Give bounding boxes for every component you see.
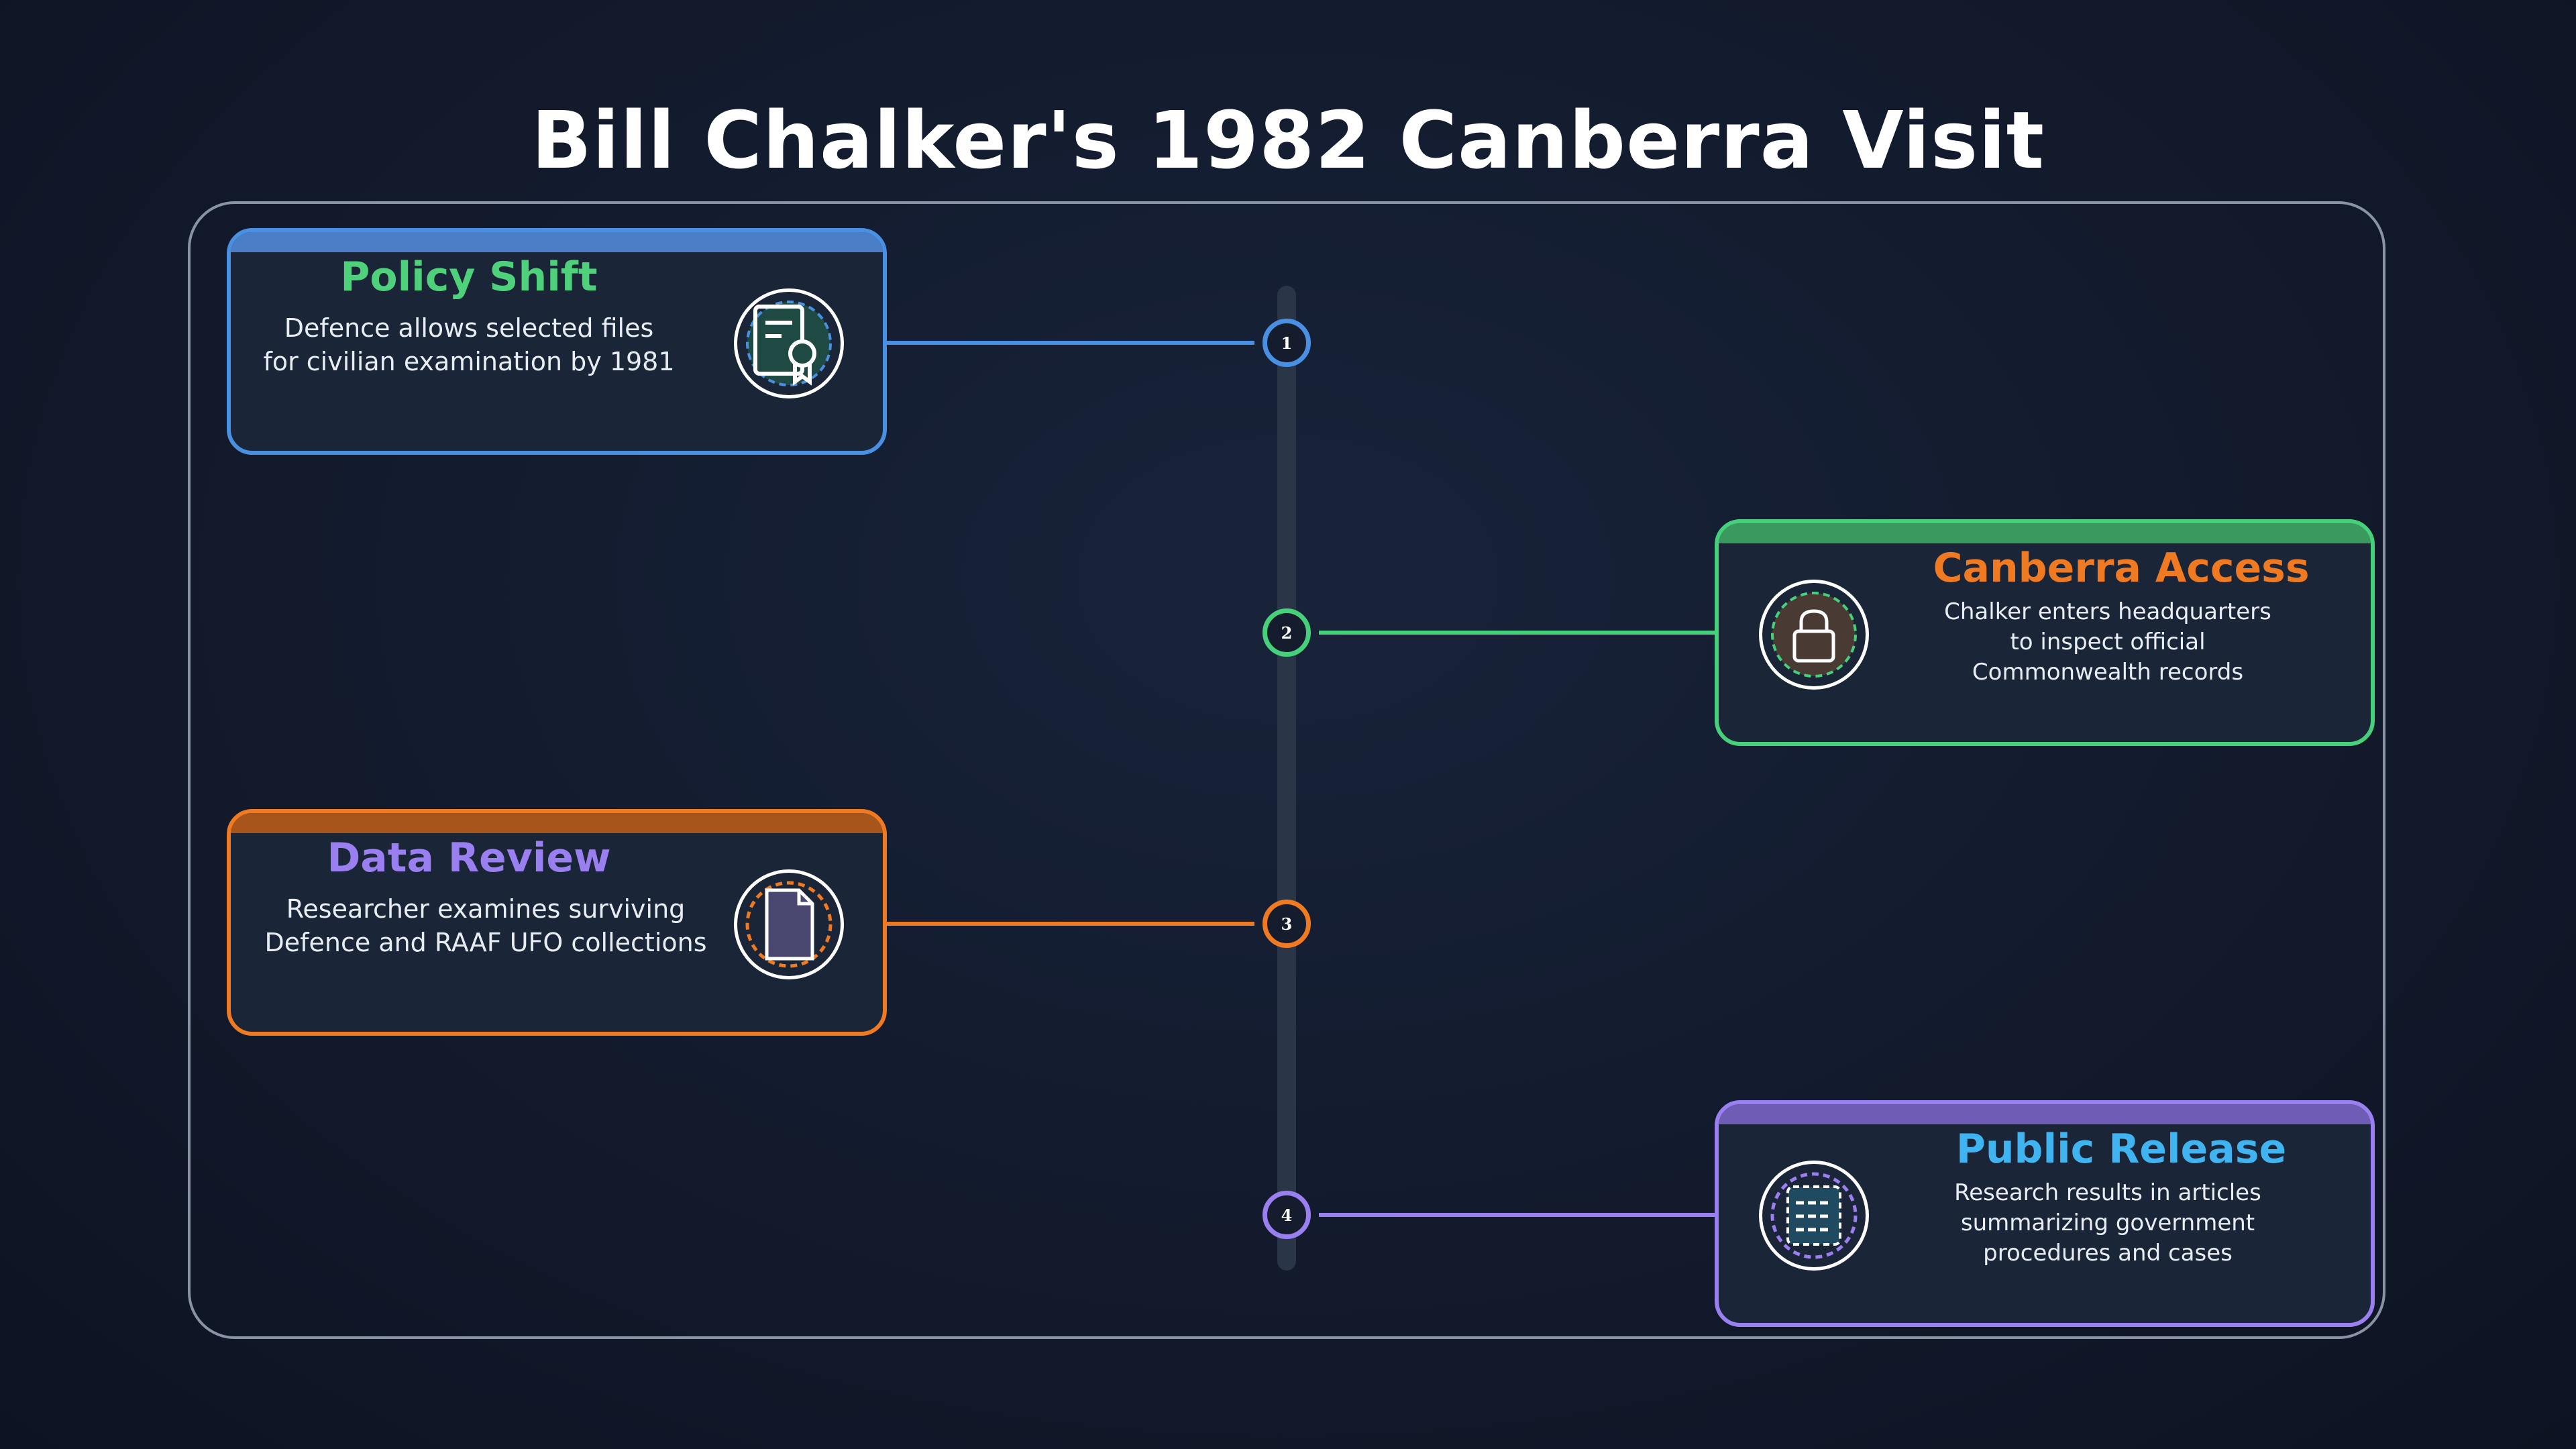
card-header-band: [231, 232, 883, 252]
card-description-line: Defence and RAAF UFO collections: [264, 928, 707, 957]
card-description-line: to inspect official: [2010, 629, 2206, 655]
card-description-line: Chalker enters headquarters: [1944, 598, 2271, 625]
card-title: Canberra Access: [1933, 545, 2310, 592]
event-card-data-review: Data Review Researcher examines survivin…: [227, 809, 887, 1036]
card-description-line: for civilian examination by 1981: [263, 347, 675, 376]
event-card-policy-shift: Policy Shift Defence allows selected fil…: [227, 228, 887, 455]
card-description: Research results in articles summarizing…: [1907, 1178, 2309, 1269]
card-title: Public Release: [1955, 1126, 2287, 1173]
card-description-line: Commonwealth records: [1972, 659, 2244, 686]
diagram-frame: [188, 201, 2385, 1339]
timeline-node-1: 1: [1263, 319, 1311, 367]
card-description: Researcher examines surviving Defence an…: [231, 892, 741, 959]
timeline-node-4: 4: [1263, 1191, 1311, 1239]
card-description-line: summarizing government: [1960, 1210, 2255, 1236]
connector-2: [1319, 631, 1719, 635]
timeline-node-3: 3: [1263, 900, 1311, 948]
card-description: Defence allows selected files for civili…: [231, 311, 707, 378]
card-title: Policy Shift: [340, 254, 598, 301]
card-header-band: [1719, 1104, 2371, 1124]
timeline-spine: [1277, 286, 1296, 1271]
event-card-canberra-access: Canberra Access Chalker enters headquart…: [1715, 519, 2375, 746]
card-title: Data Review: [327, 835, 611, 881]
card-description-line: Researcher examines surviving: [286, 894, 686, 924]
timeline-node-2: 2: [1263, 608, 1311, 657]
card-header-band: [1719, 523, 2371, 543]
connector-1: [887, 341, 1254, 345]
article-list-icon: [1759, 1161, 1869, 1271]
document-icon: [734, 869, 844, 979]
diagram-title: Bill Chalker's 1982 Canberra Visit: [531, 94, 2045, 186]
connector-3: [887, 922, 1254, 926]
connector-4: [1319, 1213, 1719, 1217]
event-card-public-release: Public Release Research results in artic…: [1715, 1100, 2375, 1327]
card-description-line: Research results in articles: [1954, 1179, 2261, 1206]
card-header-band: [231, 813, 883, 833]
card-description-line: Defence allows selected files: [284, 313, 654, 343]
certificate-icon: [734, 288, 844, 398]
lock-icon: [1759, 580, 1869, 690]
card-description: Chalker enters headquarters to inspect o…: [1907, 597, 2309, 688]
card-description-line: procedures and cases: [1983, 1240, 2233, 1267]
